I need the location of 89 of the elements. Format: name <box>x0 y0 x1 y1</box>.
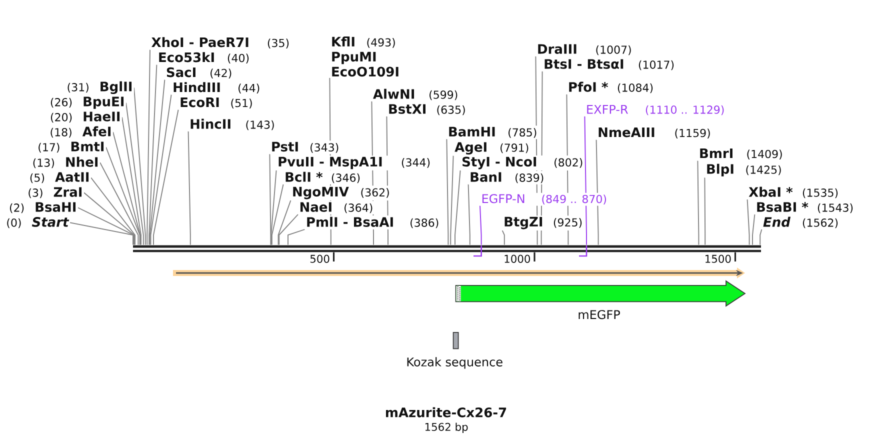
enzyme-site-label: (31) BglII <box>68 81 132 94</box>
sequence-end-label: (0) Start <box>7 217 70 228</box>
leader-line <box>288 228 306 246</box>
map-title: mAzurite-Cx26-7 <box>386 407 506 418</box>
leader-line <box>70 222 134 246</box>
leader-line <box>269 154 272 246</box>
enzyme-site-label: SacI (42) <box>166 67 232 78</box>
leader-line <box>126 102 144 246</box>
leader-line <box>468 184 470 246</box>
enzyme-site-label: BclI * (346) <box>286 172 360 184</box>
enzyme-site-label: DraIII (1007) <box>538 44 631 56</box>
leader-line <box>697 160 700 246</box>
dna-backbone <box>133 245 761 252</box>
enzyme-site-label: PvuII - MspA1I (344) <box>278 156 430 170</box>
leader-line <box>446 138 449 246</box>
enzyme-site-label: EcoRI (51) <box>180 98 252 108</box>
leader-line <box>752 214 756 246</box>
leader-line <box>371 100 374 246</box>
leader-line <box>502 230 505 246</box>
leader-line <box>540 70 543 246</box>
leader-line <box>329 77 332 246</box>
enzyme-site-label: BlpI (1425) <box>707 164 781 176</box>
enzyme-site-label: BtgZI (925) <box>504 216 582 230</box>
scale-number: 500 <box>310 254 330 263</box>
leader-line <box>271 184 284 246</box>
leader-line <box>746 198 750 246</box>
enzyme-site-label: HindIII (44) <box>174 82 260 94</box>
scale-number: 1000 <box>504 254 530 263</box>
enzyme-site-label: PmlI - BsaAI (386) <box>307 216 438 228</box>
leader-line <box>278 200 292 246</box>
scale-number: 1500 <box>706 254 731 263</box>
leader-line <box>153 109 179 246</box>
enzyme-site-label: AgeI (791) <box>454 142 528 154</box>
enzyme-site-label: NmeAIII (1159) <box>598 128 710 138</box>
leader-line <box>90 177 136 246</box>
enzyme-site-label: BamHI (785) <box>449 126 536 138</box>
enzyme-site-label: (5) AatII <box>30 172 89 184</box>
leader-line <box>450 155 454 246</box>
enzyme-site-label: KflI (493) PpuMI EcoO109I <box>332 36 398 77</box>
leader-line <box>146 49 150 246</box>
leader-line <box>596 139 599 246</box>
feature-label: Kozak sequence <box>407 357 502 369</box>
leader-line <box>584 116 587 246</box>
enzyme-site-label: XhoI - PaeR7I (35) <box>152 37 289 48</box>
enzyme-site-label: BanI (839) <box>470 172 544 184</box>
primer-label: EGFP-N (849 .. 870) <box>482 194 606 204</box>
enzyme-site-label: NaeI (364) <box>300 202 372 214</box>
leader-line <box>150 94 172 246</box>
enzyme-site-label: (17) BmtI <box>38 142 104 153</box>
leader-line <box>454 170 461 246</box>
leader-line <box>480 205 482 246</box>
leader-line <box>84 192 135 246</box>
leader-line <box>188 130 191 246</box>
enzyme-site-label: BstXI (635) <box>389 104 465 116</box>
leader-line <box>535 56 538 246</box>
feature-label: mEGFP <box>578 310 620 320</box>
enzyme-site-label: (2) BsaHI <box>10 202 76 214</box>
enzyme-site-label: BtsI - BtsαI (1017) <box>544 59 674 70</box>
enzyme-site-label: (18) AfeI <box>50 126 111 138</box>
leader-line <box>100 162 139 246</box>
enzyme-site-label: StyI - NcoI (802) <box>462 156 582 170</box>
leader-line <box>122 116 142 246</box>
leader-line <box>112 131 141 246</box>
enzyme-site-label: HincII (143) <box>190 118 274 130</box>
leader-line <box>566 94 569 246</box>
enzyme-site-label: PfoI * (1084) <box>569 82 653 94</box>
feature-track <box>173 268 745 278</box>
leader-line <box>386 116 388 246</box>
leader-line <box>704 177 706 246</box>
enzyme-site-label: (26) BpuEI <box>50 96 124 109</box>
leader-line <box>278 214 298 246</box>
leader-line <box>270 170 277 246</box>
leader-line <box>149 79 166 246</box>
enzyme-site-label: Eco53kI (40) <box>159 52 249 64</box>
leader-line <box>760 228 762 246</box>
enzyme-site-label: (3) ZraI <box>28 187 82 198</box>
enzyme-site-label: BsaBI * (1543) <box>757 202 853 214</box>
enzyme-site-label: NgoMIV (362) <box>293 186 389 200</box>
leader-line <box>134 87 146 246</box>
enzyme-site-label: AlwNI (599) <box>373 88 458 100</box>
leader-line <box>148 64 158 246</box>
sequence-length: 1562 bp <box>425 422 468 434</box>
enzyme-site-label: (20) HaeII <box>50 112 120 123</box>
enzyme-site-label: BmrI (1409) <box>700 148 782 160</box>
primer-label: EXFP-R (1110 .. 1129) <box>587 104 724 116</box>
enzyme-site-label: XbaI * (1535) <box>748 186 838 198</box>
sequence-end-label: End (1562) <box>763 216 838 228</box>
enzyme-site-label: PstI (343) <box>272 142 338 153</box>
enzyme-site-label: (13) NheI <box>33 156 98 168</box>
